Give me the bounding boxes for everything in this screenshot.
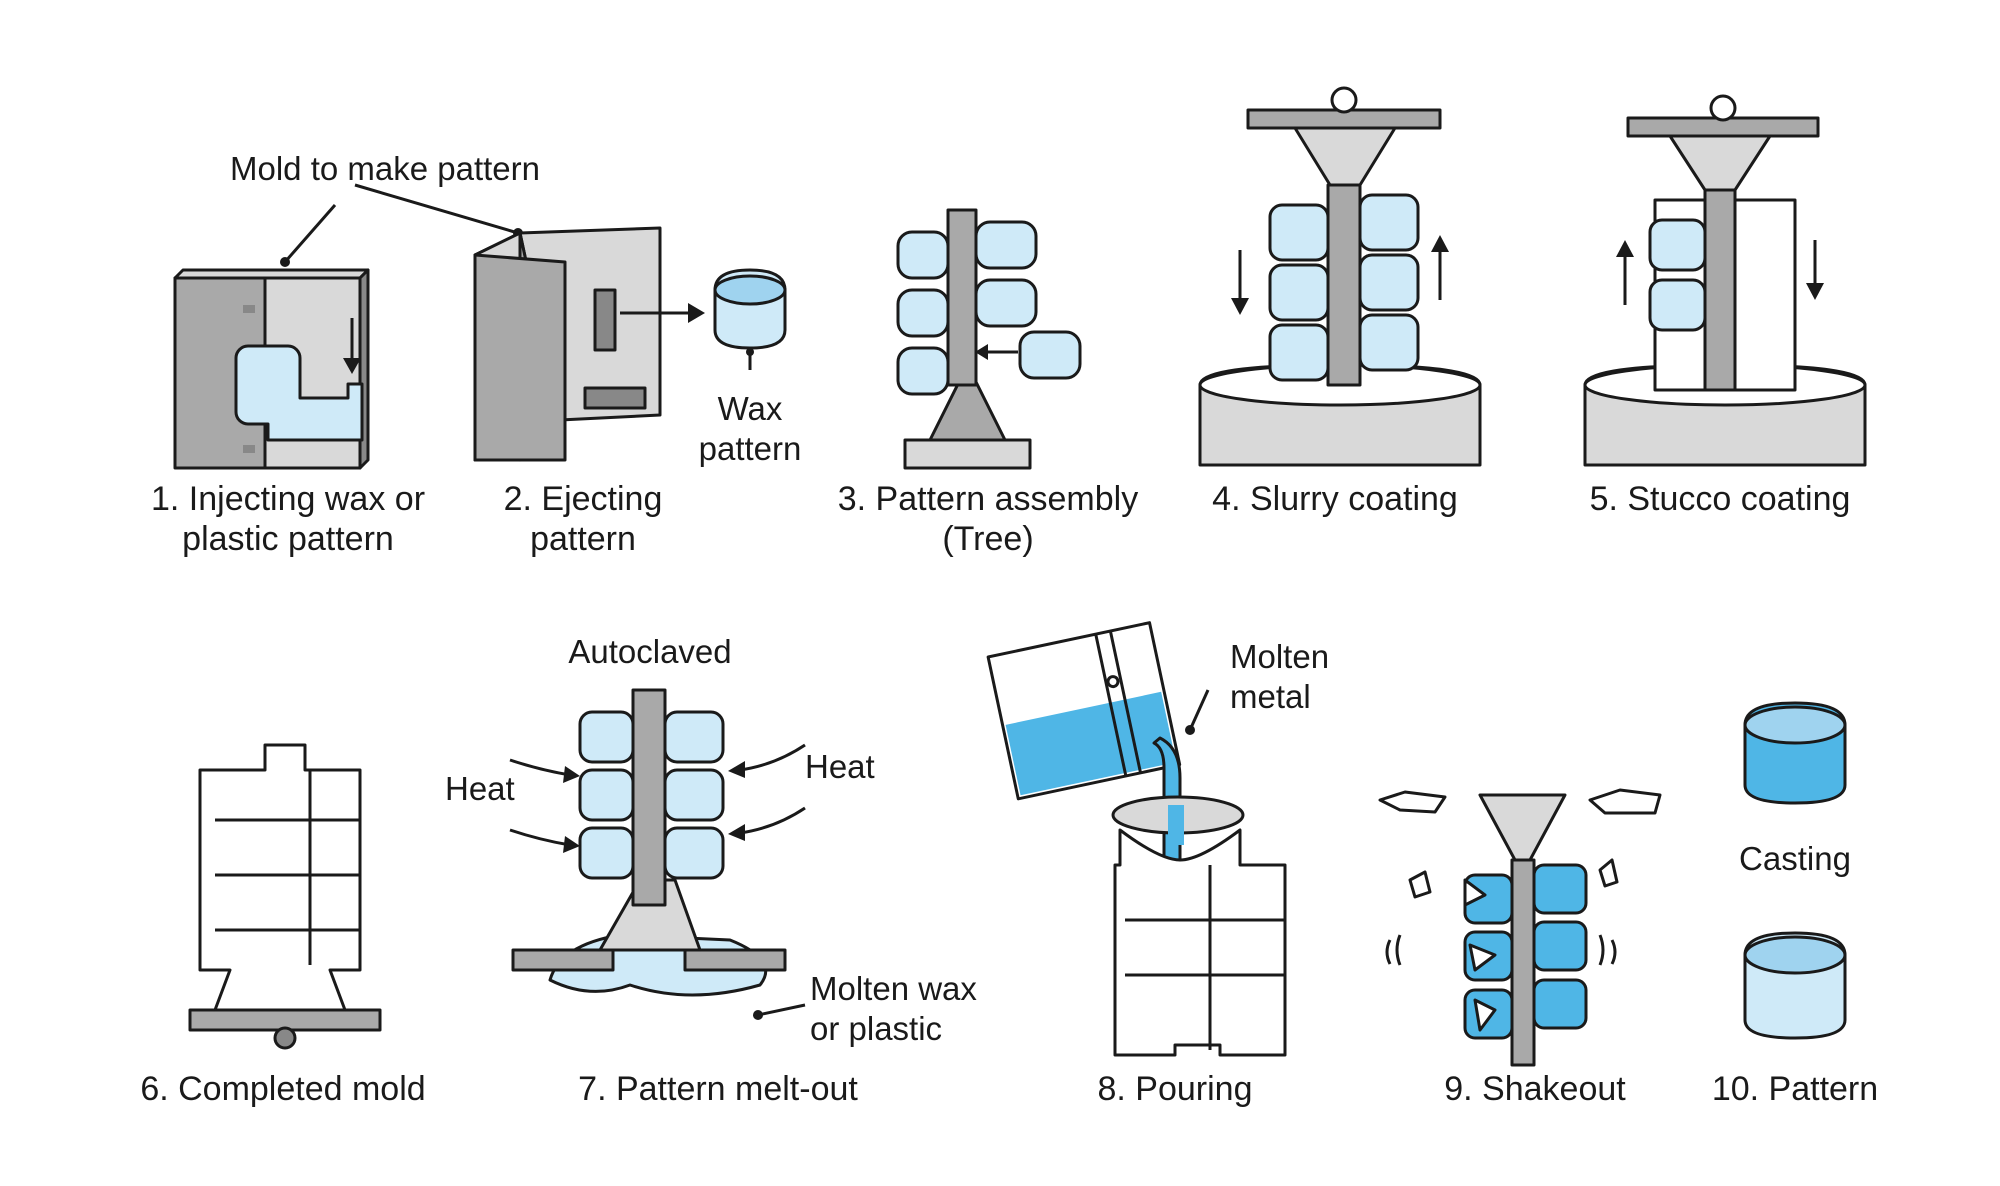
caption-step-4: 4. Slurry coating <box>1212 480 1458 518</box>
label-molten-wax-line2: or plastic <box>810 1010 942 1047</box>
caption-step-3-line2: (Tree) <box>942 520 1033 558</box>
label-autoclaved: Autoclaved <box>568 633 731 670</box>
step-6-completed-mold <box>188 743 382 1050</box>
step-10-casting <box>1743 701 1847 805</box>
label-wax-line1: Wax <box>718 390 783 427</box>
label-molten-wax-line1: Molten wax <box>810 970 977 1007</box>
caption-step-6: 6. Completed mold <box>140 1070 425 1108</box>
step-3-pattern-tree <box>896 208 1082 470</box>
label-heat-right: Heat <box>805 748 875 785</box>
caption-step-2-line1: 2. Ejecting <box>504 480 663 518</box>
caption-step-3-line1: 3. Pattern assembly <box>838 480 1138 518</box>
step-10-pattern <box>1743 931 1847 1040</box>
caption-step-5: 5. Stucco coating <box>1590 480 1851 518</box>
label-molten-metal-line1: Molten <box>1230 638 1329 675</box>
label-wax-line2: pattern <box>699 430 802 467</box>
label-molten-metal-line2: metal <box>1230 678 1311 715</box>
caption-step-1-line2: plastic pattern <box>182 520 394 558</box>
step-9-shakeout <box>1378 788 1662 1067</box>
step-2-ejecting-mold <box>473 226 705 462</box>
label-mold-to-make-pattern: Mold to make pattern <box>230 150 540 187</box>
caption-step-8: 8. Pouring <box>1098 1070 1253 1108</box>
caption-step-1-line1: 1. Injecting wax or <box>151 480 425 518</box>
leader-mold <box>283 204 337 263</box>
step-1-injection-mold <box>173 204 370 470</box>
wax-pattern-ashtray <box>713 268 787 370</box>
label-heat-left: Heat <box>445 770 515 807</box>
step-5-stucco <box>1583 94 1867 467</box>
caption-step-7: 7. Pattern melt-out <box>578 1070 858 1108</box>
label-casting: Casting <box>1739 840 1851 877</box>
caption-step-10: 10. Pattern <box>1712 1070 1878 1108</box>
step-4-slurry <box>1198 86 1482 467</box>
caption-step-2-line2: pattern <box>530 520 636 558</box>
step-8-pouring <box>986 621 1287 1057</box>
step-7-melt-out <box>509 688 806 1020</box>
caption-step-9: 9. Shakeout <box>1444 1070 1626 1108</box>
